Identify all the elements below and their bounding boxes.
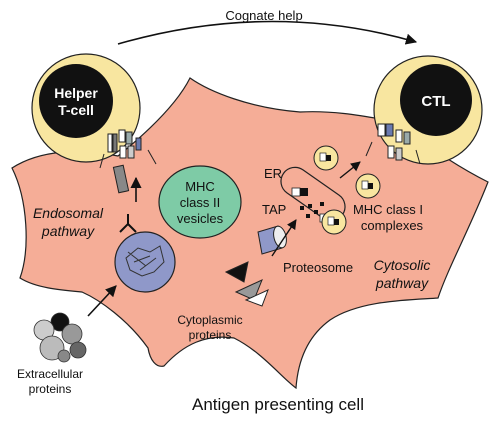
cytoplasmic-proteins-icon [224,261,269,307]
endosomal-label-2: pathway [41,223,95,239]
mhc1-label-2: complexes [361,218,424,233]
mhc2-label-1: MHC [185,179,215,194]
endosome [114,231,176,293]
extracellular-uptake-arrow [87,285,117,317]
cytosolic-label-1: Cytosolic [374,257,431,273]
tap-peptides-icon [300,202,324,218]
helper-tcell-label-1: Helper [54,85,98,101]
y-receptor-icon [119,214,137,233]
mhc1-vesicle-low [321,209,347,235]
mhc1-vesicle-top [313,145,339,171]
tcr-mhc1-complex-icon [365,123,421,165]
extracellular-label-1: Extracellular [17,367,83,381]
cognate-help-label: Cognate help [225,8,302,23]
proteosome-label: Proteosome [283,260,353,275]
er-label: ER [264,166,282,181]
endosomal-label-1: Endosomal [33,205,104,221]
mhc1-vesicle-mid [355,173,381,199]
cognate-help-arrow [117,20,418,45]
mhc1-label-1: MHC class I [353,202,423,217]
mhc2-label-3: vesicles [177,211,224,226]
ctl-label: CTL [421,93,450,110]
cytosolic-label-2: pathway [375,275,429,291]
cytoplasmic-label-2: proteins [189,328,232,342]
apc-title: Antigen presenting cell [192,395,364,414]
proteosome-to-tap-arrow [271,219,297,257]
tcr-mhc2-complex-icon [99,129,157,169]
proteosome-icon [257,225,287,255]
tap-label: TAP [262,202,286,217]
extracellular-label-2: proteins [29,382,72,396]
helper-tcell-label-2: T-cell [58,102,94,118]
extracellular-proteins-icon [33,312,87,363]
mhc2-surface-molecule [112,164,130,194]
cytoplasmic-label-1: Cytoplasmic [177,313,242,327]
mhc2-label-2: class II [180,195,220,210]
mhc1-transport-arrow [339,161,361,179]
mhc2-vesicle: MHC class II vesicles [158,165,242,239]
